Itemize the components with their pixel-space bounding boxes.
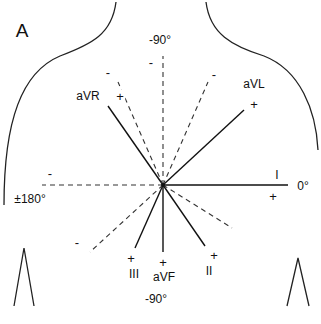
- lead-axes: [108, 106, 288, 252]
- angle-label: -90°: [148, 34, 172, 46]
- lead-label: aVL: [242, 78, 265, 90]
- polarity-sign: -: [105, 66, 111, 79]
- polarity-sign: +: [268, 190, 278, 203]
- right-shoulder: [206, 2, 318, 150]
- polarity-sign: +: [158, 256, 168, 269]
- lead-avl-positive: [163, 110, 244, 185]
- lead-avr-negative: [163, 185, 232, 228]
- lead-i-positive: [163, 184, 288, 185]
- body-outline: [4, 2, 318, 306]
- lead-label: II: [205, 265, 214, 277]
- lead-avf-positive: [162, 185, 163, 252]
- left-shoulder: [4, 2, 116, 205]
- center-dot: [161, 183, 165, 187]
- angle-label: -90°: [144, 293, 168, 305]
- angle-label: ±180°: [13, 193, 46, 205]
- lead-label: aVF: [152, 271, 176, 283]
- polarity-sign: -: [74, 236, 80, 249]
- lead-avl-negative: [90, 185, 163, 252]
- lead-label: I: [274, 169, 279, 181]
- lead-i-negative: [42, 184, 163, 185]
- lead-ii-positive: [163, 185, 205, 246]
- lead-label: aVR: [75, 90, 100, 102]
- polarity-sign: +: [209, 249, 219, 262]
- right-arm: [287, 258, 309, 306]
- negative-axes: [42, 56, 232, 252]
- left-arm: [14, 248, 34, 306]
- polarity-sign: +: [115, 90, 125, 103]
- polarity-sign: +: [126, 252, 136, 265]
- polarity-sign: -: [148, 56, 154, 69]
- polarity-sign: -: [211, 68, 217, 81]
- lead-label: III: [128, 268, 140, 280]
- angle-label: 0°: [296, 180, 309, 192]
- polarity-sign: -: [47, 167, 53, 180]
- lead-iii-negative: [163, 82, 208, 185]
- lead-avf-negative: [162, 56, 163, 185]
- polarity-sign: +: [249, 98, 259, 111]
- lead-iii-positive: [135, 185, 163, 248]
- lead-avr-positive: [108, 106, 163, 185]
- panel-letter: A: [15, 21, 30, 40]
